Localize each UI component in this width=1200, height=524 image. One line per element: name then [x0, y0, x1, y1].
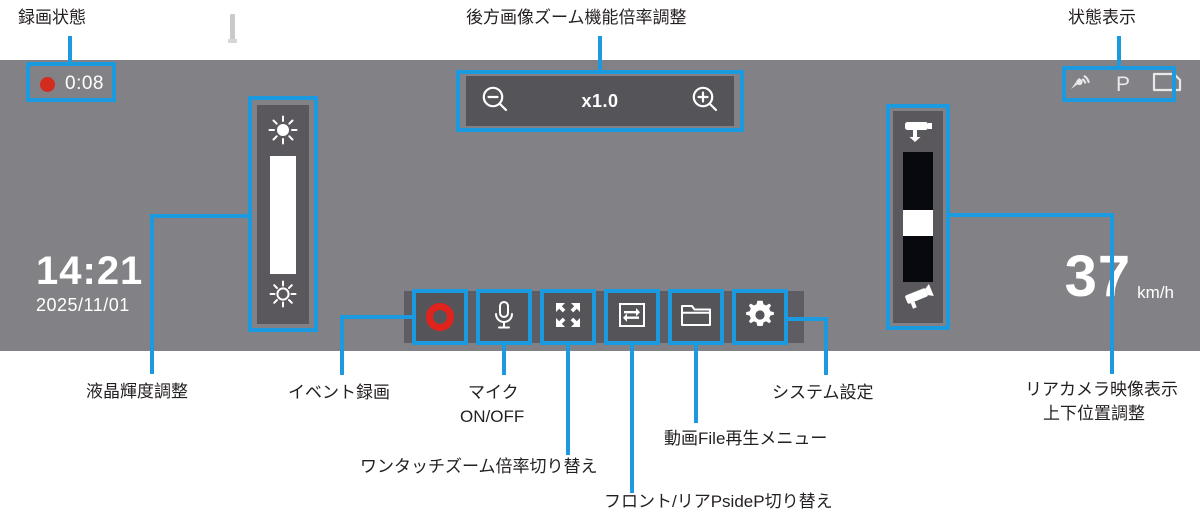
event-record-button[interactable]	[414, 291, 466, 343]
clock-date: 2025/11/01	[36, 295, 130, 315]
speed-value: 37	[1064, 244, 1132, 309]
recording-time: 0:08	[65, 73, 104, 94]
sd-card-icon	[1152, 71, 1182, 98]
annotation-box-mic	[476, 289, 532, 345]
mic-toggle-button[interactable]	[478, 291, 530, 343]
annotation-box-rear-zoom	[456, 70, 744, 132]
speed-unit: km/h	[1137, 283, 1174, 302]
annotation-box-one-touch-zoom	[540, 289, 596, 345]
annotation-box-brightness	[248, 96, 318, 332]
file-playback-button[interactable]	[670, 291, 722, 343]
annotation-line-system-settings-h	[786, 317, 828, 321]
status-icon-group: P	[1068, 70, 1182, 98]
annotation-line-event-record-h	[340, 315, 414, 319]
annotation-label-brightness: 液晶輝度調整	[86, 382, 188, 401]
brightness-level-bar[interactable]	[270, 155, 296, 274]
annotation-label-recording: 録画状態	[18, 8, 86, 27]
clock-time: 14:21	[36, 249, 144, 293]
annotation-label-event-record: イベント録画	[288, 383, 390, 402]
annotation-line-one-touch-zoom	[566, 345, 570, 455]
annotation-label-one-touch-zoom: ワンタッチズーム倍率切り替え	[360, 457, 598, 476]
record-dot-icon	[40, 76, 55, 92]
annotation-line-status	[1117, 36, 1121, 68]
annotation-line-psidep	[630, 345, 634, 493]
annotation-line-rear-camera-v	[1110, 213, 1114, 374]
annotation-box-file-menu	[668, 289, 724, 345]
annotation-line-file-menu	[694, 345, 698, 423]
gps-signal-icon	[1068, 70, 1094, 99]
zoom-out-icon[interactable]	[480, 84, 510, 119]
annotation-line-rear-zoom	[598, 36, 602, 72]
annotation-box-rear-camera	[886, 104, 950, 330]
annotation-label-psidep: フロント/リアPsideP切り替え	[604, 492, 833, 511]
speed-display: 37 km/h	[1065, 248, 1174, 306]
annotation-box-system-settings	[732, 289, 788, 345]
clock-display: 14:21 2025/11/01	[36, 250, 143, 316]
system-settings-button[interactable]	[734, 291, 786, 343]
annotation-line-brightness-h	[150, 214, 252, 218]
bottom-toolbar	[414, 291, 786, 343]
camera-up-icon	[900, 282, 936, 317]
annotation-box-event-record	[412, 289, 468, 345]
annotation-label-file-menu: 動画File再生メニュー	[664, 429, 828, 448]
microphone-icon	[489, 299, 519, 336]
record-ring-icon	[426, 303, 454, 331]
lcd-brightness-slider[interactable]	[257, 105, 309, 324]
zoom-in-icon[interactable]	[690, 84, 720, 119]
rear-camera-position-slider[interactable]	[893, 111, 943, 323]
camera-position-thumb[interactable]	[903, 210, 933, 236]
annotation-line-mic	[502, 345, 506, 375]
annotation-label-mic-line2: ON/OFF	[460, 407, 525, 426]
parking-mode-icon: P	[1116, 72, 1131, 96]
zoom-level-value: x1.0	[581, 90, 619, 111]
camera-down-icon	[900, 117, 936, 152]
annotation-line-rear-camera-h	[946, 213, 1114, 217]
rear-zoom-control[interactable]: x1.0	[466, 76, 734, 126]
annotation-label-system-settings: システム設定	[772, 383, 874, 402]
screen-artifact-mark	[228, 14, 237, 43]
annotation-line-system-settings-v	[824, 317, 828, 375]
annotation-line-event-record-v	[340, 315, 344, 375]
annotation-box-recording	[26, 62, 116, 102]
brightness-low-icon	[266, 277, 300, 316]
annotation-label-mic-line1: マイク	[468, 383, 519, 402]
brightness-high-icon	[266, 113, 300, 152]
annotation-line-recording	[68, 36, 72, 64]
annotation-line-brightness-v	[150, 214, 154, 374]
expand-arrows-icon	[554, 301, 582, 334]
recording-status: 0:08	[40, 70, 104, 98]
annotation-label-rear-camera-line2: 上下位置調整	[1043, 404, 1145, 423]
annotation-label-status: 状態表示	[1068, 8, 1136, 27]
gear-icon	[745, 300, 775, 335]
annotation-label-rear-camera-line1: リアカメラ映像表示	[1025, 380, 1178, 399]
swap-arrows-icon	[617, 301, 647, 334]
annotation-label-rear-zoom: 後方画像ズーム機能倍率調整	[466, 8, 687, 27]
psidep-switch-button[interactable]	[606, 291, 658, 343]
folder-icon	[680, 302, 712, 333]
camera-position-track[interactable]	[903, 152, 933, 282]
annotation-box-status	[1062, 66, 1176, 102]
one-touch-zoom-button[interactable]	[542, 291, 594, 343]
annotation-box-psidep	[604, 289, 660, 345]
